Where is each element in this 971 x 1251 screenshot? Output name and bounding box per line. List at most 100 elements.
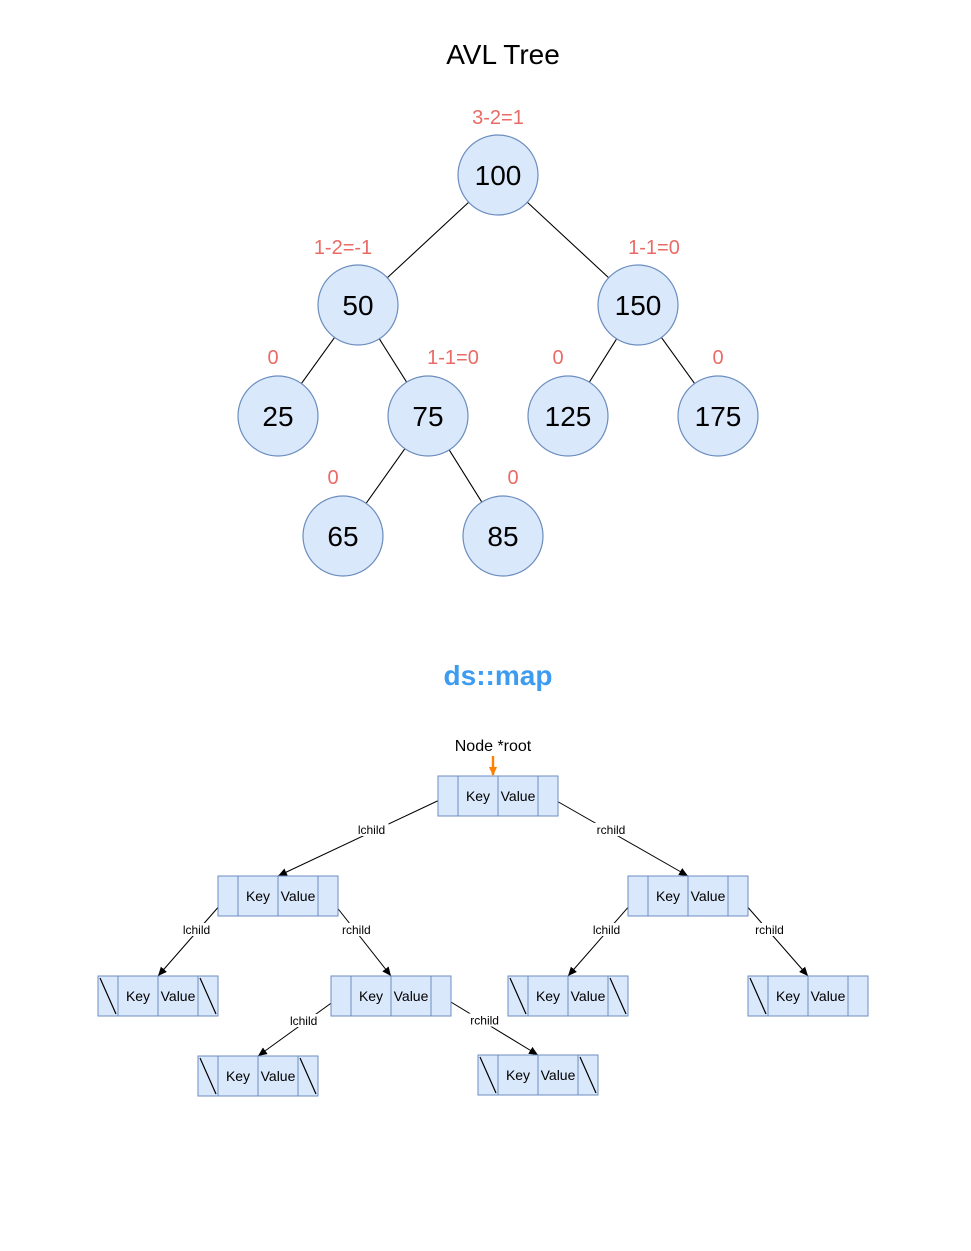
avl-node: 85 0 [462,467,544,577]
avl-node-circle [597,264,679,346]
null-rchild-slash [609,977,627,1015]
link-label: rchild [470,1014,499,1028]
avl-edge-n150-n175 [660,337,696,384]
rchild-pointer-cell [727,875,749,917]
key-cell [237,875,279,917]
value-text: Value [501,788,536,804]
avl-node-key: 50 [342,290,373,321]
key-text: Key [246,888,270,904]
link-label-background [179,923,214,936]
avl-node-circle [462,495,544,577]
avl-node-key: 25 [262,401,293,432]
avl-node-key: 150 [615,290,662,321]
avl-node-key: 175 [695,401,742,432]
key-cell [457,775,499,817]
key-text: Key [466,788,490,804]
root-pointer-label: Node *root [455,738,532,755]
rchild-pointer-cell [537,775,559,817]
value-cell [277,875,319,917]
balance-factor-label: 3-2=1 [472,107,524,129]
rchild-link: rchild [440,995,539,1056]
balance-factor-label: 1-1=0 [427,347,479,369]
avl-edge-n75-n65 [365,448,406,504]
map-node: Key Value [477,1054,599,1096]
avl-node-key: 65 [327,521,358,552]
map-node: Key Value [197,1055,319,1097]
map-node: Key Value [437,775,559,817]
link-label-background [339,923,374,936]
value-cell [157,975,199,1017]
avl-tree-title: AVL Tree [446,39,560,70]
lchild-link: lchild [257,995,342,1057]
link-label: rchild [342,923,371,937]
null-lchild-slash [479,1056,497,1094]
avl-node-circle [527,375,609,457]
link-label: lchild [593,923,620,937]
avl-edge-n150-n125 [588,338,618,383]
value-text: Value [281,888,316,904]
key-text: Key [226,1068,250,1084]
avl-node-circle [387,375,469,457]
value-text: Value [161,988,196,1004]
link-label-background [752,923,787,936]
key-text: Key [776,988,800,1004]
avl-nodes: 1003-2=1501-2=-11501-1=0250751-1=0125017… [237,107,759,577]
lchild-pointer-cell [437,775,459,817]
lchild-link: lchild [157,895,229,977]
avl-node-circle [677,375,759,457]
key-text: Key [656,888,680,904]
avl-node-circle [457,134,539,216]
key-text: Key [536,988,560,1004]
balance-factor-label: 0 [507,467,518,489]
avl-node-key: 85 [487,521,518,552]
value-cell [807,975,849,1017]
null-rchild-slash [579,1056,597,1094]
avl-node-circle [302,495,384,577]
map-node: Key Value [747,975,869,1017]
key-cell [117,975,159,1017]
avl-node: 65 0 [302,467,384,577]
map-node: Key Value [97,975,219,1017]
value-text: Value [811,988,846,1004]
key-text: Key [359,988,383,1004]
link-label-background [589,923,624,936]
avl-node: 501-2=-1 [314,237,399,346]
key-text: Key [506,1067,530,1083]
value-text: Value [261,1068,296,1084]
avl-edge-n100-n150 [526,201,610,279]
key-text: Key [126,988,150,1004]
link-label: rchild [755,923,784,937]
link-label-background [467,1013,502,1027]
avl-edge-n50-n75 [378,338,408,383]
link-label: lchild [183,923,210,937]
avl-edge-n100-n50 [386,201,470,279]
map-node: Key Value [217,875,339,917]
avl-node: 250 [237,347,319,457]
avl-node-circle [237,375,319,457]
null-lchild-slash [99,977,117,1015]
key-cell [527,975,569,1017]
null-rchild-slash [199,977,217,1015]
link-label: rchild [597,823,626,837]
value-text: Value [394,988,429,1004]
link-label: lchild [290,1014,317,1028]
null-lchild-slash [199,1057,217,1095]
lchild-pointer-cell [627,875,649,917]
avl-edges [300,201,696,504]
link-label: lchild [358,823,385,837]
lchild-link: lchild [567,895,639,977]
rchild-pointer-cell [847,975,869,1017]
lchild-pointer-cell [330,975,352,1017]
value-text: Value [541,1067,576,1083]
balance-factor-label: 0 [327,467,338,489]
rchild-link: rchild [737,895,809,977]
rchild-pointer-cell [317,875,339,917]
avl-node: 751-1=0 [387,347,479,457]
balance-factor-label: 0 [552,347,563,369]
lchild-link: lchild [277,795,449,877]
balance-factor-label: 0 [712,347,723,369]
